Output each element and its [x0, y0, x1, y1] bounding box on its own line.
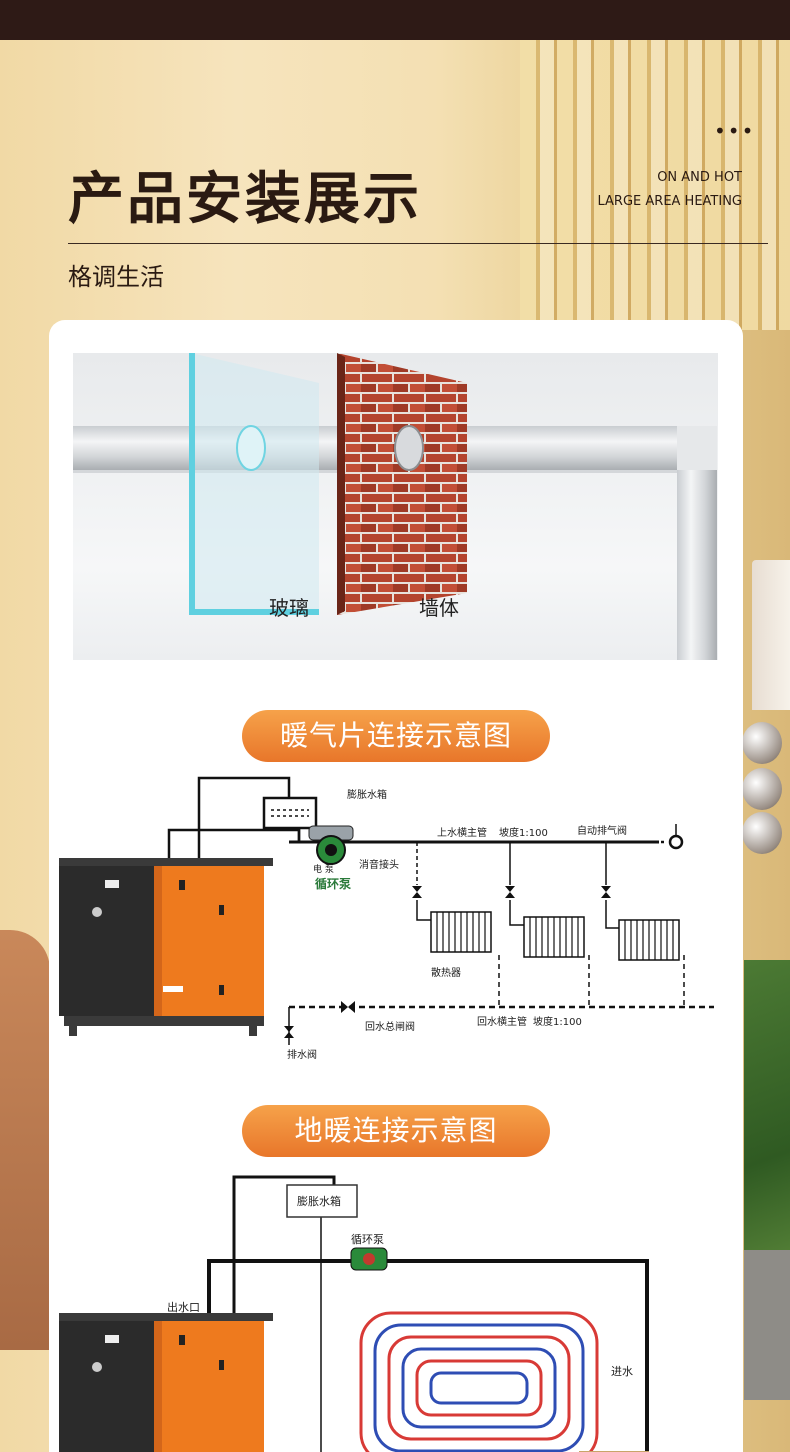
- label-pump-small: 电 泵: [313, 863, 334, 875]
- label-drain-valve: 排水阀: [287, 1048, 317, 1061]
- floor-expansion-tank: [286, 1184, 358, 1218]
- content-card: 玻璃 墙体 暖气片连接示意图: [49, 320, 743, 1452]
- auto-vent-valve: [668, 834, 684, 850]
- radiator-valve: [412, 886, 422, 898]
- floor-heating-coil: [359, 1311, 599, 1452]
- boiler-unit-1: [59, 858, 273, 1036]
- label-supply-main: 上水横主管: [437, 826, 487, 839]
- brick-wall: [337, 353, 467, 615]
- boiler-orange-front: [154, 866, 264, 1016]
- circulation-pump: [308, 825, 354, 865]
- background-lamp-ornament: [742, 812, 782, 854]
- label-silencer: 消音接头: [359, 858, 399, 871]
- radiator-diagram-title: 暖气片连接示意图: [242, 710, 550, 762]
- background-curtain-stripes: [520, 40, 790, 330]
- radiator-valve: [601, 886, 611, 898]
- pipe-installation-illustration: 玻璃 墙体: [73, 353, 718, 660]
- floor-heating-diagram-title: 地暖连接示意图: [242, 1105, 550, 1157]
- page-title: 产品安装展示: [68, 167, 422, 232]
- boiler-unit-2: [59, 1313, 273, 1452]
- background-plant-pot: [744, 1250, 790, 1400]
- expansion-tank: [262, 796, 318, 830]
- boiler-black-side: [59, 866, 154, 1016]
- glass-label: 玻璃: [269, 596, 309, 620]
- background-lamp-shade: [752, 560, 790, 710]
- return-main-valve: [341, 1001, 355, 1013]
- label-return-main: 回水横主管: [477, 1015, 527, 1028]
- label-radiator: 散热器: [431, 966, 461, 979]
- background-sofa: [0, 930, 50, 1350]
- background-plant: [744, 960, 790, 1290]
- glass-pane: [191, 353, 319, 615]
- floor-label-expansion-tank: 膨胀水箱: [297, 1194, 341, 1208]
- label-circulation-pump: 循环泵: [315, 876, 351, 891]
- background-lamp-ornament: [742, 768, 782, 810]
- radiator-connection-diagram: 膨胀水箱 上水横主管 坡度1:100 自动排气阀 电 泵 消音接头 循环泵 散热…: [59, 776, 714, 1061]
- top-bar: [0, 0, 790, 40]
- header-divider: [68, 243, 768, 244]
- background-lamp-ornament: [742, 722, 782, 764]
- english-tagline-2: LARGE AREA HEATING: [597, 194, 743, 209]
- floor-label-outlet: 出水口: [167, 1300, 200, 1314]
- wall-label: 墙体: [419, 596, 459, 620]
- english-tagline-1: ON AND HOT: [657, 170, 742, 185]
- label-return-valve: 回水总闸阀: [365, 1020, 415, 1033]
- drain-valve: [284, 1026, 294, 1038]
- pipe-scene-svg: 玻璃 墙体: [73, 353, 717, 660]
- label-expansion-tank: 膨胀水箱: [347, 788, 387, 801]
- label-auto-vent: 自动排气阀: [577, 824, 627, 837]
- more-dots-icon: •••: [714, 119, 756, 143]
- page-subtitle: 格调生活: [68, 263, 164, 291]
- floor-label-pump: 循环泵: [351, 1233, 384, 1246]
- label-slope-bottom: 坡度1:100: [533, 1015, 582, 1028]
- floor-heating-connection-diagram: 膨胀水箱 循环泵 出水口 进水: [59, 1175, 649, 1452]
- radiator-valve: [505, 886, 515, 898]
- glass-edge: [189, 353, 195, 615]
- label-slope-top: 坡度1:100: [499, 826, 548, 839]
- floor-label-inlet: 进水: [611, 1365, 633, 1378]
- floor-circulation-pump: [350, 1247, 388, 1271]
